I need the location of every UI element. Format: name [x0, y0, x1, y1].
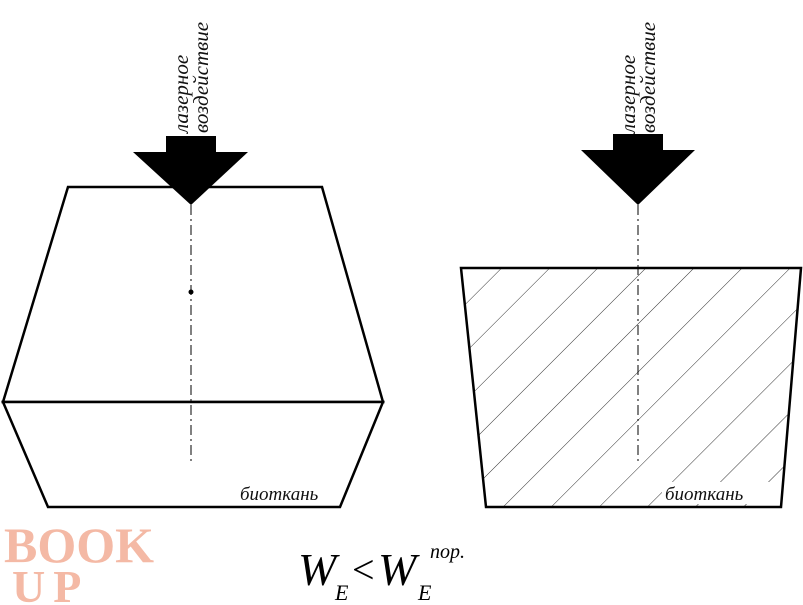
right-laser-arrow-icon [581, 134, 695, 205]
watermark-line2: UP [12, 561, 89, 605]
left-tissue-lower [1, 400, 385, 509]
formula-rhs-sup: пор. [430, 541, 465, 563]
left-tissue-upper [1, 185, 385, 404]
threshold-formula: W E < W E пор. [298, 541, 465, 605]
formula-lhs-sub: E [334, 580, 349, 605]
formula-rhs-sub: E [417, 580, 432, 605]
left-tissue-label: биоткань [240, 484, 319, 505]
left-focus-dot [188, 289, 194, 295]
watermark-line1: BOOK [4, 517, 154, 573]
bookup-watermark: BOOK UP [4, 517, 154, 605]
right-label-line1: лазерное [616, 55, 640, 134]
left-label-line1: лазерное [169, 55, 193, 134]
left-laser-arrow-icon [133, 136, 248, 205]
right-tissue-hatched [459, 266, 803, 509]
left-panel: лазерное воздействие биоткань [1, 22, 385, 509]
right-label-line2: воздействие [636, 22, 660, 133]
right-panel: лазерное воздействие биоткань [459, 22, 803, 509]
right-tissue-label: биоткань [665, 484, 744, 505]
formula-operator: < [352, 547, 375, 592]
formula-lhs: W [298, 544, 340, 595]
formula-rhs: W [378, 544, 420, 595]
left-label-line2: воздействие [189, 22, 213, 133]
